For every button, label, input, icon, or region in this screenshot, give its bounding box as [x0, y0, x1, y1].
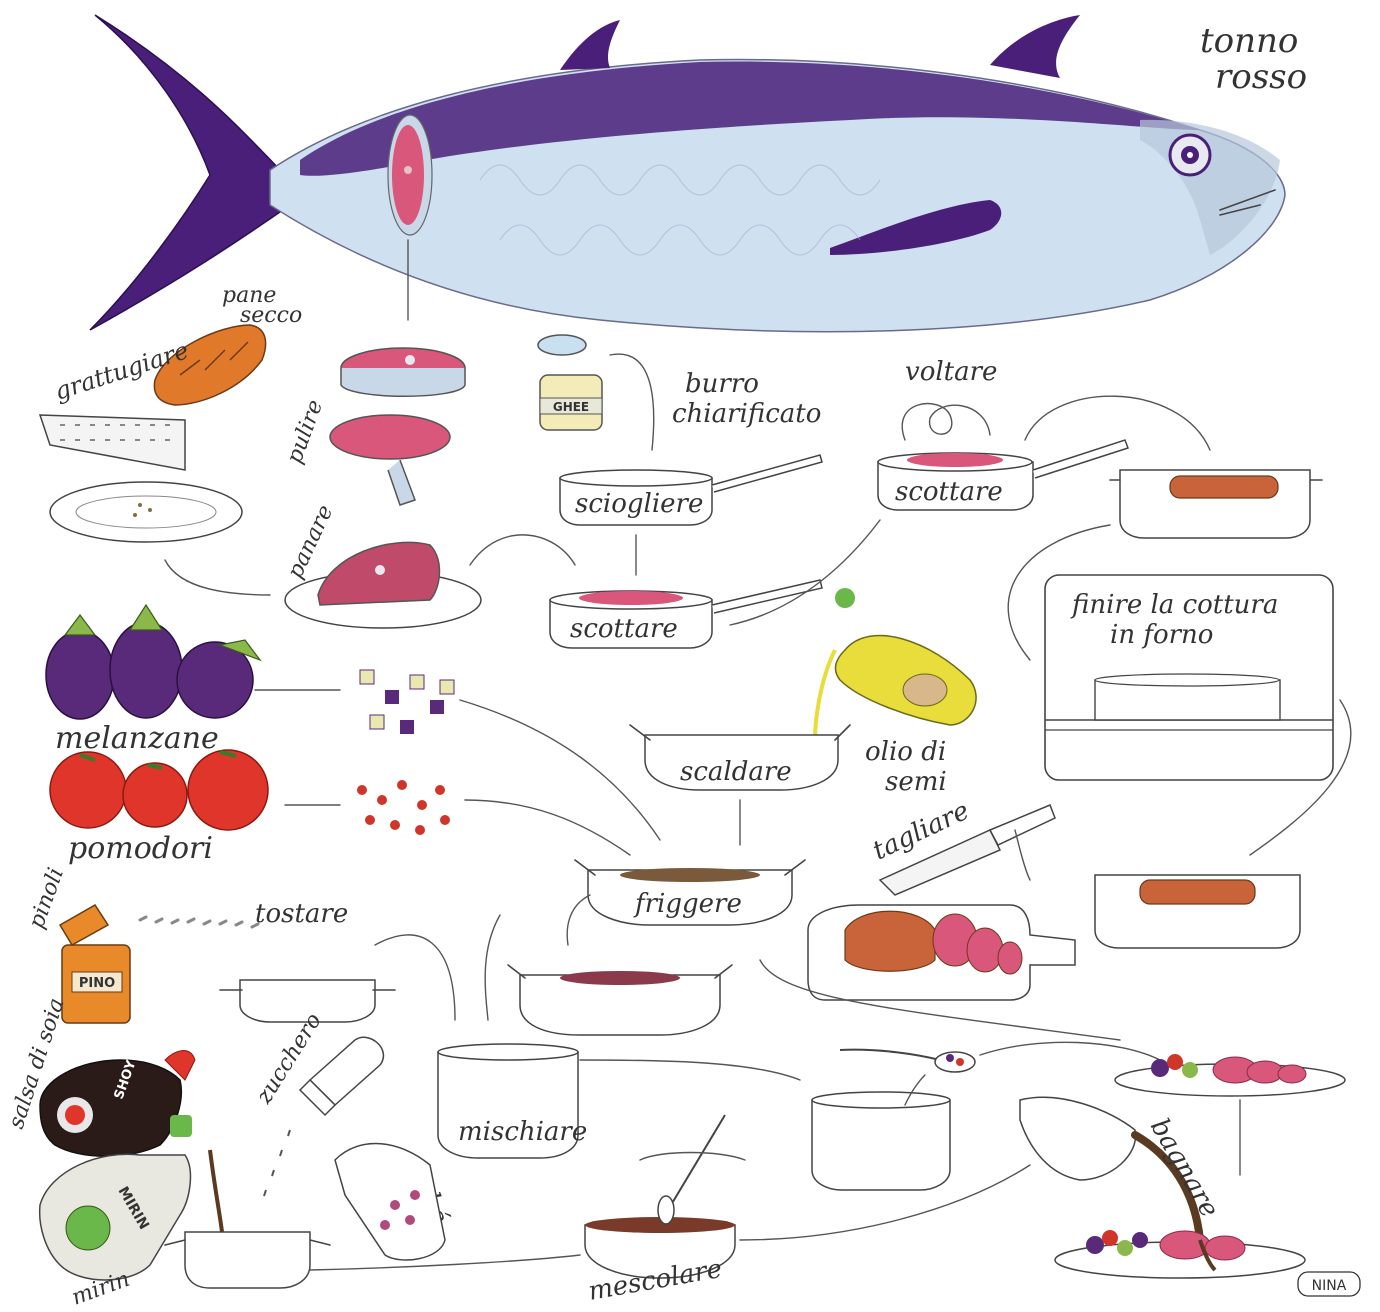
- pot-fried-veg: [508, 965, 732, 1035]
- label-chiarificato: chiarificato: [672, 399, 821, 429]
- arrow-crumbs-to-plate: [165, 560, 270, 595]
- arrow-ghee-to-pan: [610, 354, 654, 450]
- label-pomodori: pomodori: [68, 831, 213, 866]
- label-scaldare: scaldare: [680, 757, 792, 787]
- tuna-dorsal-fin: [560, 20, 620, 70]
- label-scottare-2: scottare: [895, 477, 1003, 507]
- label-bagnare: bagnare: [1144, 1114, 1224, 1223]
- tuna-steak-cleaned: [330, 415, 450, 505]
- arrow-spoon-to-plate: [980, 1042, 1160, 1060]
- eggplant-cubes: [360, 670, 454, 734]
- label-panare: panare: [283, 501, 339, 582]
- signature-badge: NINA: [1298, 1272, 1360, 1296]
- baking-dish-2: [1095, 875, 1300, 948]
- ghee-jar: GHEE: [538, 335, 602, 430]
- tuna-steak-whole: [341, 348, 465, 396]
- soy-sauce-bottle: SHOYU: [40, 1048, 195, 1156]
- pot-empty: [812, 1092, 950, 1190]
- plate-serving-1: [1115, 1054, 1345, 1096]
- title-line-1: tonno: [1200, 21, 1298, 61]
- plate-serving-final: [1055, 1230, 1305, 1278]
- ghee-label: GHEE: [553, 400, 589, 414]
- arrow-knife: [1015, 830, 1030, 880]
- plate-breadcrumbs: [50, 482, 242, 542]
- title-line-2: rosso: [1215, 57, 1307, 97]
- bowl-mescolare: [585, 1115, 745, 1278]
- falling-pine-nuts: [140, 917, 258, 927]
- arrow-tuna-to-pan: [470, 535, 575, 565]
- label-scottare-1: scottare: [570, 614, 678, 644]
- label-finire-1: finire la cottura: [1070, 590, 1278, 620]
- label-burro: burro: [685, 369, 759, 399]
- pine-nut-jar: PINO: [60, 905, 130, 1023]
- label-olio-1: olio di: [865, 737, 946, 767]
- label-melanzane: melanzane: [55, 721, 219, 756]
- label-sciogliere: sciogliere: [575, 489, 703, 519]
- tuna-cut-slice: [388, 115, 432, 235]
- arrow-flip-loop: [902, 404, 990, 440]
- label-friggere: friggere: [633, 889, 742, 919]
- arrow-sauce-to-bowl: [310, 1255, 580, 1270]
- pino-label: PINO: [79, 976, 115, 991]
- eggplants: [46, 605, 260, 719]
- cutting-board: [808, 905, 1075, 1000]
- sake-carafe: [335, 1144, 445, 1260]
- tuna-second-dorsal-fin: [990, 15, 1080, 78]
- arrow-tostare-to-mix: [375, 935, 455, 1020]
- spoon-with-veg: [840, 1050, 975, 1072]
- arrow-veg-to-mix: [485, 915, 500, 1020]
- baking-dish-1: [1110, 470, 1322, 538]
- arrow-dice-to-fry: [465, 800, 630, 855]
- label-mischiare: mischiare: [458, 1117, 587, 1147]
- mirin-bottle: MIRIN: [40, 1154, 191, 1280]
- arrow-mix-to-pot: [580, 1060, 800, 1080]
- arrow-to-flip: [730, 520, 880, 625]
- label-secco: secco: [240, 303, 302, 328]
- oil-bottle: [815, 588, 976, 740]
- label-tostare: tostare: [255, 899, 348, 929]
- tomato-dice: [357, 780, 450, 835]
- label-pinoli: pinoli: [24, 865, 69, 932]
- label-pulire: pulire: [282, 397, 328, 467]
- label-finire-2: in forno: [1110, 620, 1213, 650]
- arrow-cubes-to-fry: [460, 700, 660, 840]
- label-olio-2: semi: [885, 767, 947, 797]
- label-voltare: voltare: [905, 357, 997, 387]
- tomatoes: [50, 750, 268, 830]
- signature-text: NINA: [1312, 1278, 1347, 1294]
- grater: [40, 415, 185, 470]
- arrow-friggere-down: [567, 895, 590, 945]
